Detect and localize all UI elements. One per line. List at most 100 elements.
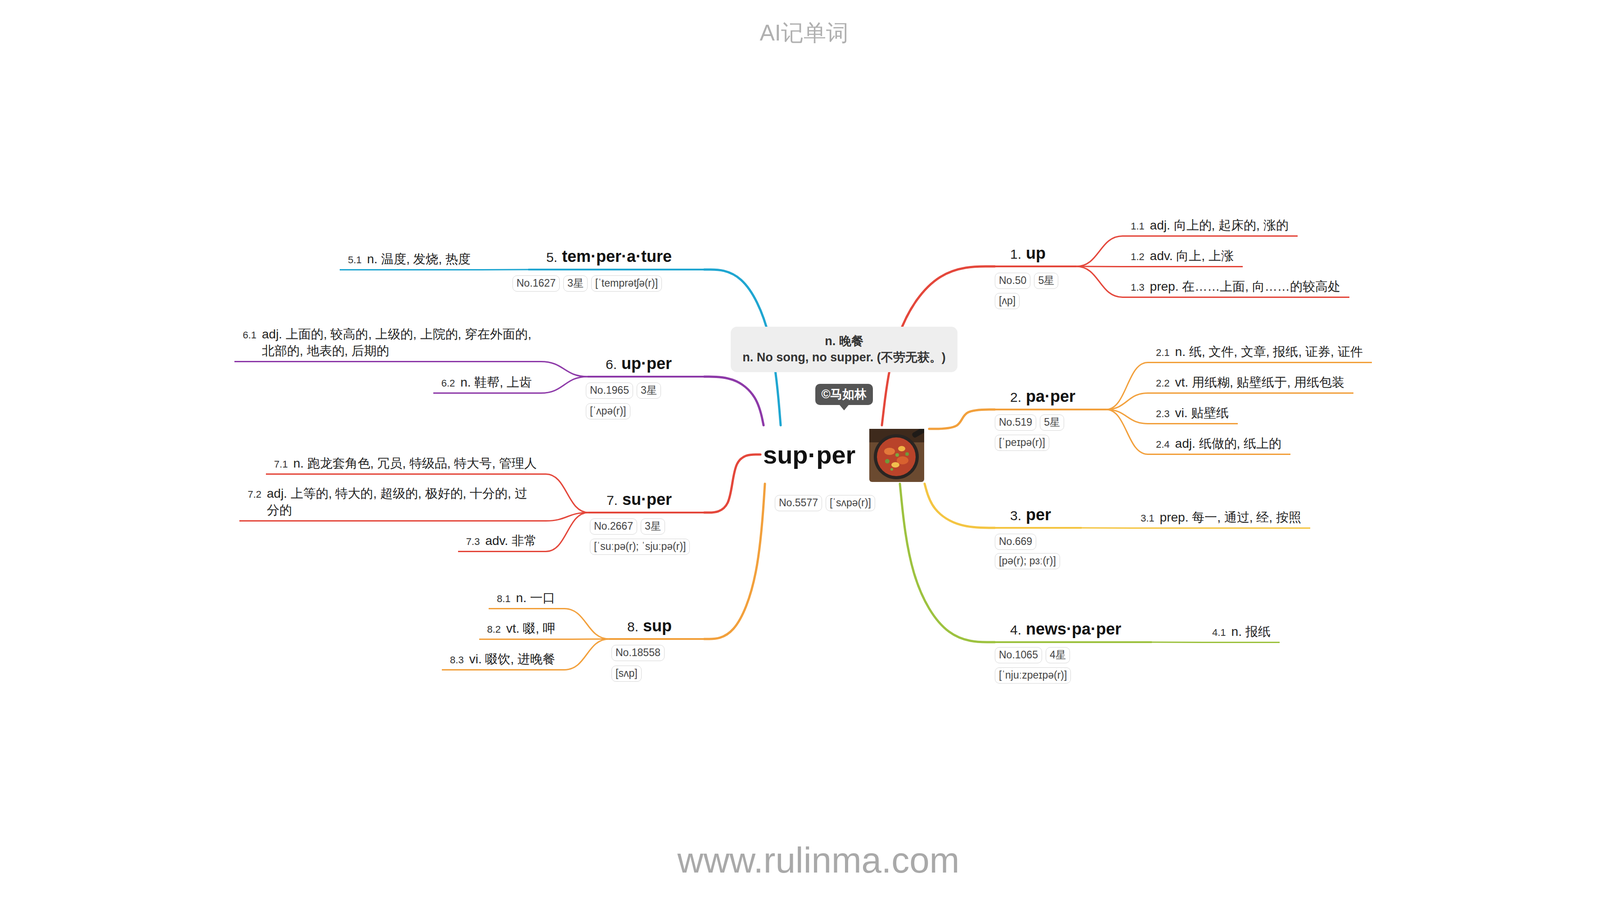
pill-text: No.5577 [778,496,818,509]
pill-text: No.519 [998,416,1033,428]
pill-text: No.18558 [615,646,661,659]
main-branch-line [704,454,761,513]
branch-word: up [1025,243,1046,263]
info-pill: [ˈsuːpə(r); ˈsjuːpə(r)] [589,538,690,555]
sub-branch-line [1076,236,1123,267]
info-pill: No.1065 [994,647,1043,664]
info-pill: [ˈtemprətʃə(r)] [591,275,662,292]
pill-text: No.1065 [998,648,1039,661]
branch-number: 7. [606,492,618,508]
branch-number: 8. [627,619,639,635]
branch-word: su·per [622,489,672,509]
info-pill: 4星 [1045,647,1070,664]
definition-number: 5.1 [347,254,362,266]
info-pill: No.519 [994,414,1037,431]
sub-branch-line [479,269,529,271]
definition-topic: 2.4adj. 纸做的, 纸上的 [1147,435,1291,455]
pan-rim [873,434,919,480]
info-pill: 3星 [640,518,666,535]
branch-word: per [1025,505,1052,525]
info-pill: [ˈsʌpə(r)] [825,494,876,512]
main-branch-line [929,409,995,429]
branch-topic: 6.up·per [587,354,705,378]
branch-number: 6. [605,356,617,373]
pill-text: [ˈnjuːzpeɪpə(r)] [998,669,1067,681]
pill-text: 3星 [640,384,657,396]
definition-text: adv. 向上, 上涨 [1150,247,1234,265]
definition-text: adj. 上等的, 特大的, 超级的, 极好的, 十分的, 过分的 [266,485,537,519]
pill-text: No.669 [998,535,1033,548]
example-text: n. No song, no supper. (不劳无获。) [742,349,946,366]
definition-number: 3.1 [1140,512,1155,525]
branch-topic: 3.per [994,505,1082,529]
branch-topic: 5.tem·per·a·ture [528,247,705,271]
author-text: ©马如林 [821,387,868,401]
sub-branch-line [545,474,589,513]
definition-topic: 2.3 vi. 贴壁纸 [1147,404,1238,425]
info-pill: No.669 [994,533,1037,550]
definition-topic: 1.2adv. 向上, 上涨 [1122,247,1243,268]
pill-text: [sʌp] [615,667,638,679]
definition-text: vi. 贴壁纸 [1175,404,1230,422]
stew [876,437,916,477]
definition-topic: 5.1n. 温度, 发烧, 热度 [339,251,480,271]
definition-topic: 8.3vi. 啜饮, 进晚餐 [441,651,565,671]
definition-text: n. 报纸 [1231,623,1271,640]
info-pill: 5星 [1033,272,1059,289]
branch-topic: 1.up [994,243,1077,268]
info-pill: No.2667 [589,518,638,535]
stew-piece [891,462,900,468]
dish-illustration [869,428,925,482]
branch-topic: 4.news·pa·per [994,619,1152,643]
definition-text: prep. 在……上面, 向……的较高处 [1150,278,1341,295]
branch-word: news·pa·per [1025,619,1122,639]
main-branch-line [899,483,995,643]
definition-number: 1.1 [1130,220,1145,233]
definition-topic: 4.1n. 报纸 [1204,623,1280,643]
site-watermark: www.rulinma.com [677,839,960,881]
info-pill: 3星 [563,275,588,292]
definition-topic: 2.1n. 纸, 文件, 文章, 报纸, 证券, 证件 [1147,343,1372,364]
sub-branch-line [545,512,589,552]
headword: sup·per [760,425,930,484]
definition-text: adj. 上面的, 较高的, 上级的, 上院的, 穿在外面的, 北部的, 地表的… [261,326,532,360]
branch-word: up·per [621,354,672,374]
definition-number: 6.2 [441,377,456,390]
meaning-text: n. 晚餐 [742,332,946,350]
info-pill: 3星 [636,382,661,399]
info-pill: No.50 [994,272,1031,289]
definition-text: n. 纸, 文件, 文章, 报纸, 证券, 证件 [1175,343,1363,360]
sub-branch-line [1105,362,1148,410]
pill-text: [ʌp] [998,294,1016,307]
branch-word: tem·per·a·ture [561,247,672,266]
pill-text: [ˈpeɪpə(r)] [998,436,1046,449]
definition-number: 8.1 [496,593,511,605]
definition-topic: 3.1prep. 每一, 通过, 经, 按照 [1132,509,1311,529]
sub-branch-line [1105,393,1148,410]
sub-branch-line [1076,266,1123,298]
pill-text: [ˈtemprətʃə(r)] [595,277,658,289]
definition-topic: 1.1adj. 向上的, 起床的, 涨的 [1122,217,1298,237]
definition-number: 8.2 [487,623,502,636]
definition-text: vt. 用纸糊, 贴壁纸于, 用纸包装 [1175,374,1345,391]
headword-text: sup·per [763,440,856,470]
definition-number: 2.3 [1155,408,1170,420]
herb [890,467,894,471]
herb [895,453,899,457]
pill-text: 4星 [1049,648,1066,661]
definition-topic: 7.3adv. 非常 [458,532,546,553]
sub-branch-line [564,638,610,670]
info-pill: No.5577 [774,494,823,512]
sub-branch-line [1105,409,1148,455]
definition-text: n. 一口 [516,589,556,607]
info-pill: [ˈnjuːzpeɪpə(r)] [994,667,1071,684]
definition-number: 7.3 [466,535,481,548]
pill-text: No.2667 [593,520,634,532]
branch-word: pa·per [1025,386,1076,406]
definition-topic: 7.1n. 跑龙套角色, 冗员, 特级品, 特大号, 管理人 [265,455,546,475]
definition-number: 6.1 [242,329,257,342]
pill-text: 3星 [567,277,584,289]
branch-topic: 8.sup [609,616,705,640]
pill-text: No.1627 [516,277,556,289]
pill-text: [pə(r); pɜː(r)] [998,554,1057,567]
